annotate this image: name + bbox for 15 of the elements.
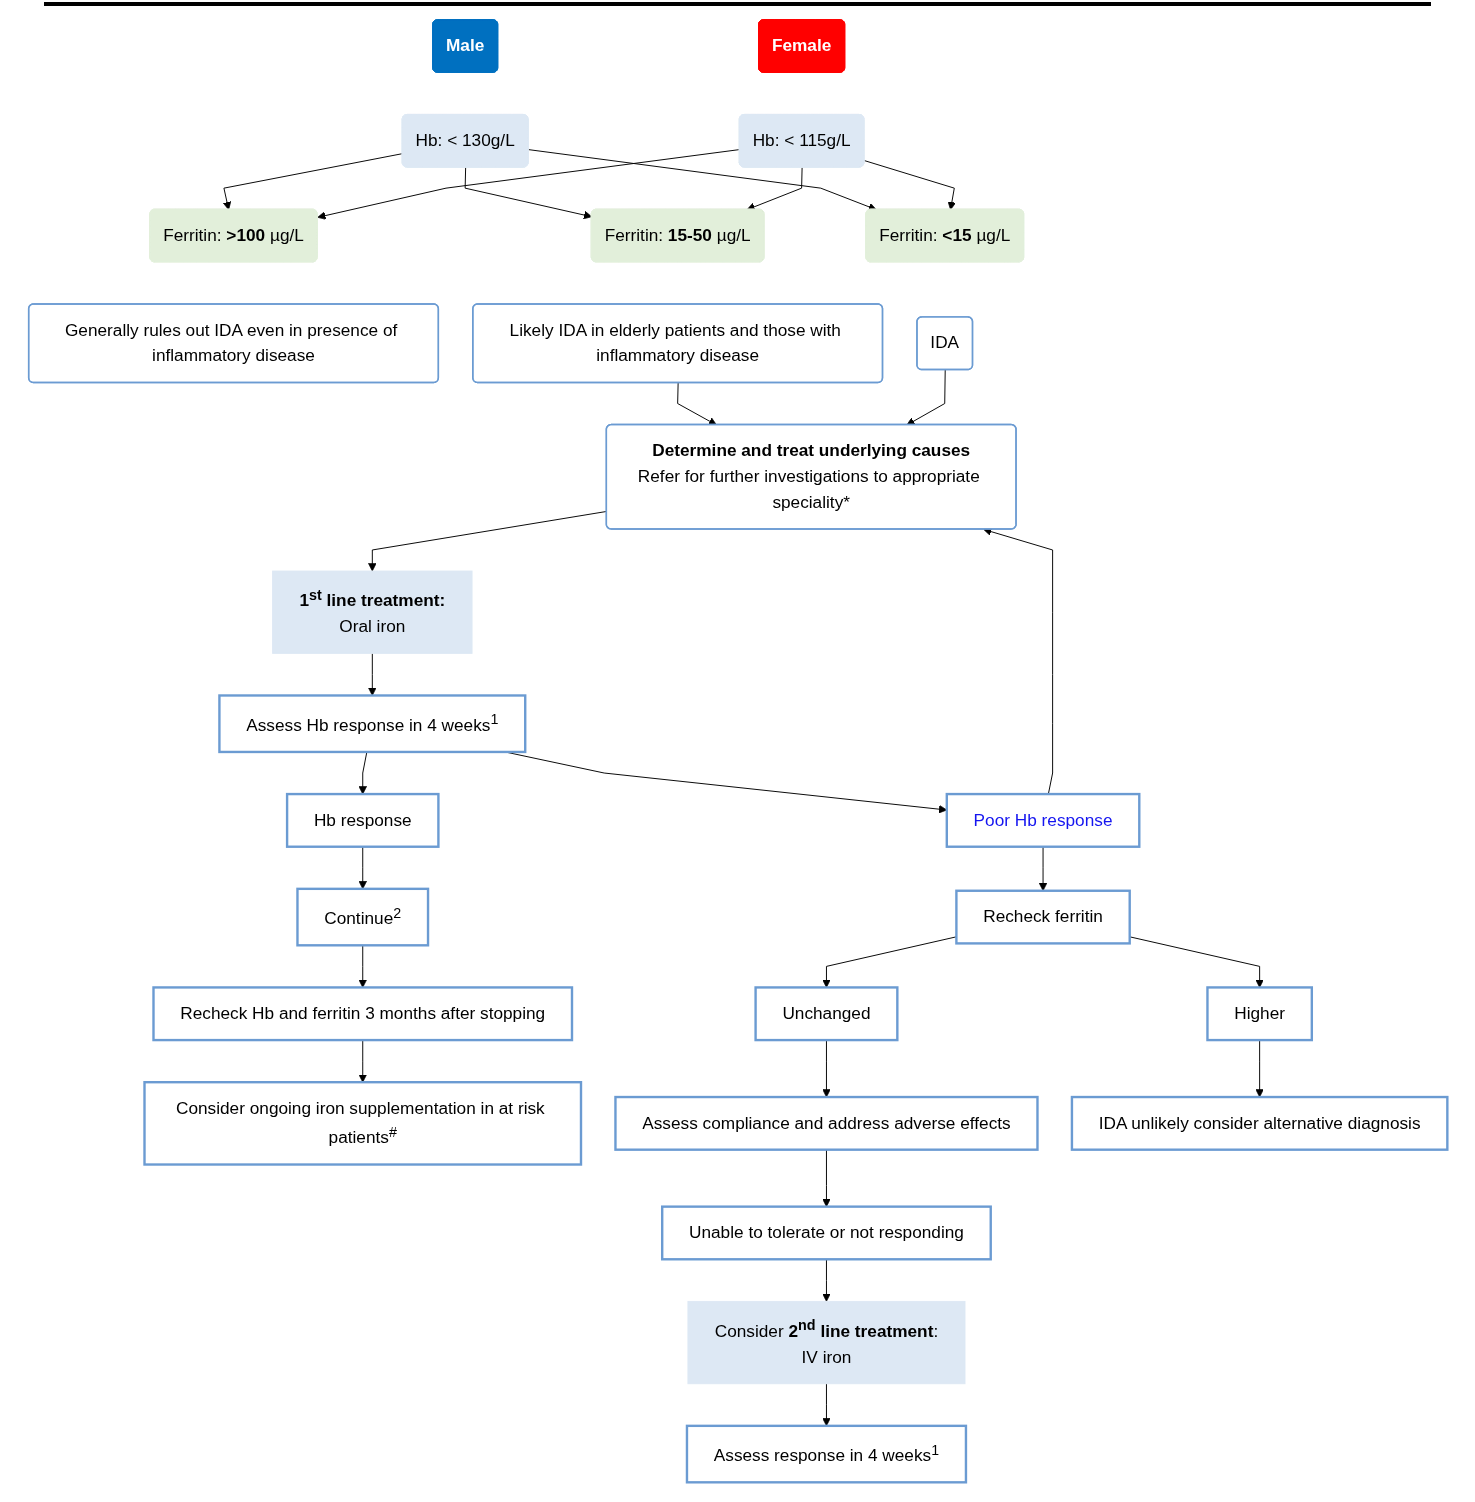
node-box: Recheck ferritin: [954, 889, 1131, 945]
node-box: Recheck Hb and ferritin 3 months after stopping: [151, 986, 573, 1042]
node-box: IDA unlikely consider alternative diagnosis: [1070, 1095, 1449, 1151]
node-box: Consider 2$^{nd}$ line treatment: IV iron: [686, 1300, 965, 1385]
node-box: Poor Hb response: [945, 792, 1140, 848]
node-box: Continue$^{2}$: [295, 887, 429, 947]
node-box: Unable to tolerate or not responding: [660, 1205, 992, 1261]
node-box: Assess response in 4 weeks$^{1}$: [685, 1424, 967, 1484]
node-box: Assess compliance and address adverse effects: [613, 1095, 1039, 1151]
node-box: Consider ongoing iron supplementation in at risk patients$^{#}$: [142, 1081, 582, 1166]
node-box: 1$^{st}$ line treatment: Oral iron: [271, 570, 473, 654]
node-box: Higher: [1205, 986, 1313, 1042]
node-box: Hb response: [285, 792, 440, 848]
node-box: Unchanged: [753, 986, 899, 1042]
node-box: Assess Hb response in 4 weeks$^{1}$: [217, 694, 526, 754]
